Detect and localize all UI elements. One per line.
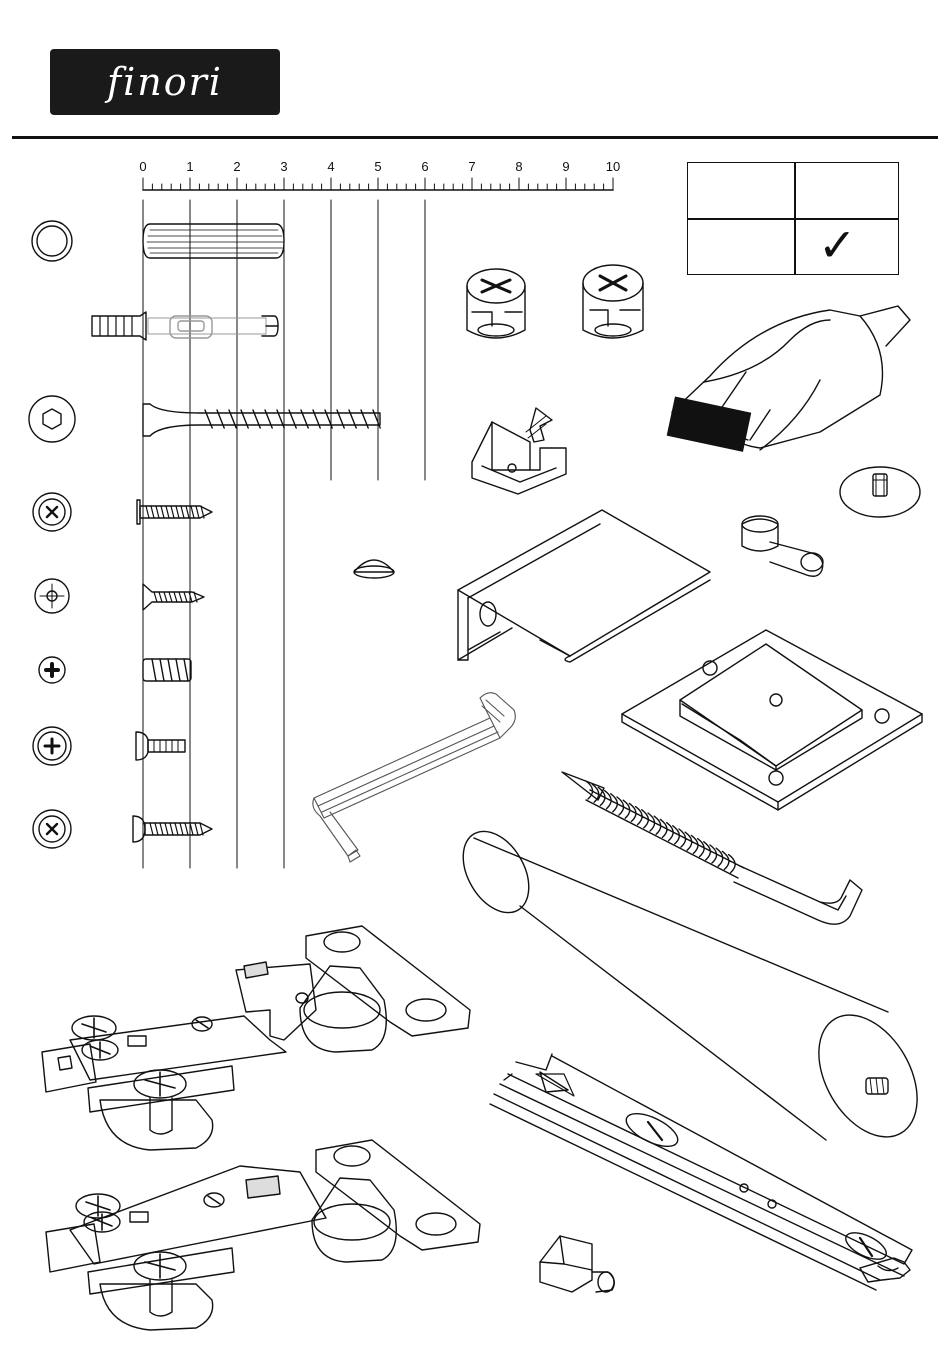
cover-cap: [354, 560, 394, 578]
wood-screw-long: [133, 816, 212, 842]
felt-glue-applicator: [667, 306, 910, 452]
hook-screw: [562, 772, 862, 924]
wooden-dowel: [143, 224, 284, 258]
furniture-leg: [450, 820, 938, 1154]
countersunk-pozi-head-icon: [35, 579, 69, 613]
furniture-glide: [840, 467, 920, 517]
pozi-head-icon: [33, 493, 71, 531]
shelf-support: [540, 1236, 614, 1292]
measure-guide-lines: [143, 200, 425, 868]
hex-socket-head-icon: [29, 396, 75, 442]
confirmat-screw: [143, 404, 380, 436]
countersunk-screw: [143, 584, 204, 610]
cam-lock-nut: [467, 269, 525, 338]
wall-bracket: [472, 408, 566, 494]
pozi-washer-head-icon: [33, 810, 71, 848]
measuring-ruler: [143, 178, 613, 190]
wood-screw-short: [137, 500, 212, 524]
phillips-pan-head-icon: [33, 727, 71, 765]
shelf-pin: [742, 516, 823, 576]
drawer-slide: [490, 1054, 912, 1290]
cam-lock-nut-alt: [583, 265, 643, 338]
cross-head-icon: [39, 657, 65, 683]
cam-bolt-with-plug: [92, 312, 278, 340]
concealed-hinge-bottom: [46, 1140, 480, 1330]
hex-key: [313, 693, 515, 862]
concealed-hinge-top: [42, 926, 470, 1150]
handle-profile: [458, 510, 710, 662]
dowel-head-icon: [32, 221, 72, 261]
euro-screw: [143, 659, 191, 681]
mounting-plate: [622, 630, 922, 810]
